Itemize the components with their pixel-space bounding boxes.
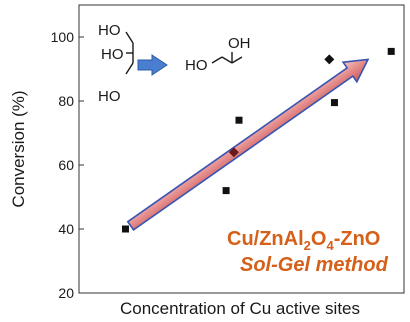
reactant-ho-middle: HO [101,46,124,63]
reaction-scheme: HO HO HO OH HO [98,22,251,105]
y-tick-label: 80 [58,93,74,109]
catalyst-sub1: 2 [304,238,311,253]
trend-arrow [126,58,370,232]
diamond-marker [324,54,335,65]
catalyst-label: Cu/ZnAl2O4-ZnO [227,228,380,253]
catalyst-part3: -ZnO [334,228,381,250]
catalyst-sub2: 4 [326,238,334,253]
plot-frame [78,4,405,294]
square-marker [121,225,129,233]
y-tick-label: 60 [58,157,74,173]
reactant-ho-bottom: HO [98,88,121,105]
x-axis-label: Concentration of Cu active sites [120,299,360,318]
reactant-ho-top: HO [98,22,121,39]
square-marker [387,47,395,55]
data-markers [121,47,395,233]
y-tick-label: 100 [51,29,75,45]
y-axis: 20 40 60 80 100 [51,29,84,301]
method-label: Sol-Gel method [240,254,389,276]
catalyst-part1: Cu/ZnAl [227,228,304,250]
product-ho: HO [185,57,208,74]
diamond-marker [228,147,239,158]
propanediol-structure [211,52,243,64]
trend-arrow-shape [126,58,370,232]
y-tick-label: 40 [58,221,74,237]
catalyst-part2: O [311,228,327,250]
product-oh: OH [228,35,251,52]
square-marker [235,116,243,124]
square-marker [222,187,230,195]
y-axis-label: Conversion (%) [9,90,28,207]
square-marker [330,99,338,107]
reaction-arrow-icon [137,54,168,76]
glycerol-structure [125,31,134,75]
y-tick-label: 20 [58,285,74,301]
